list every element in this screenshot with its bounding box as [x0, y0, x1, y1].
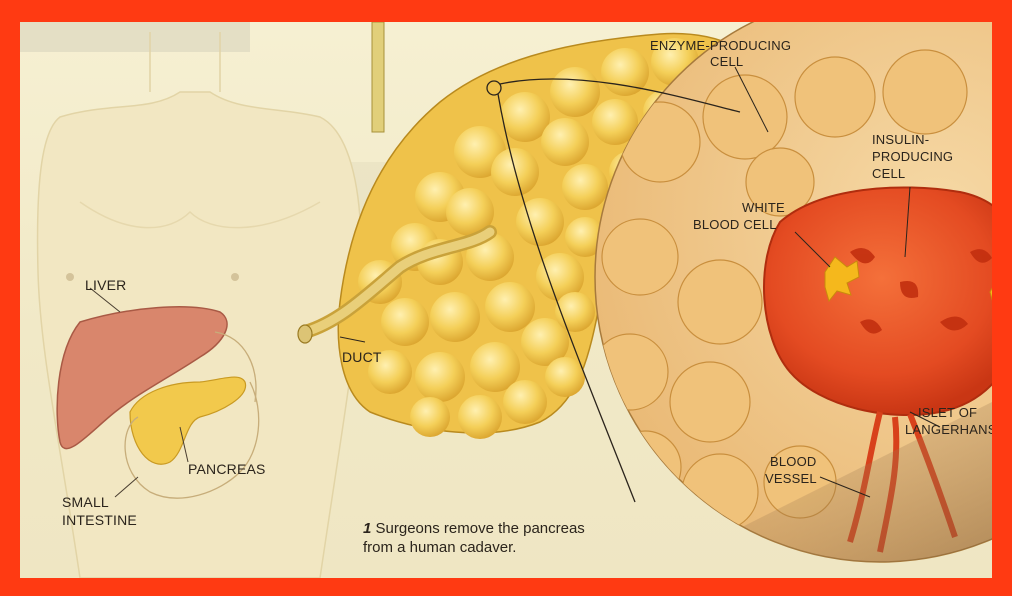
label-insulin-3: CELL [872, 166, 905, 181]
label-white-1: WHITE [742, 200, 785, 215]
caption-line-1: 1 Surgeons remove the pancreas [363, 519, 585, 538]
label-insulin-2: PRODUCING [872, 149, 953, 164]
label-blood-2: VESSEL [765, 471, 817, 486]
islet-of-langerhans [764, 187, 992, 415]
magnified-view [592, 22, 992, 578]
label-small-intestine-1: SMALL [62, 494, 109, 510]
label-pancreas: PANCREAS [188, 461, 266, 477]
background-block [20, 22, 250, 52]
label-enzyme-2: CELL [710, 54, 743, 69]
caption: 1 Surgeons remove the pancreas from a hu… [363, 519, 585, 557]
label-liver: LIVER [85, 277, 126, 293]
label-islet-2: LANGERHANS [905, 422, 992, 437]
anatomy-illustration: LIVER PANCREAS SMALL INTESTINE DUCT ENZY… [20, 22, 992, 578]
illustration-panel: LIVER PANCREAS SMALL INTESTINE DUCT ENZY… [20, 22, 992, 578]
caption-number: 1 [363, 520, 371, 537]
label-small-intestine-2: INTESTINE [62, 512, 137, 528]
label-white-2: BLOOD CELL [693, 217, 777, 232]
label-blood-1: BLOOD [770, 454, 817, 469]
label-islet-1: ISLET OF [918, 405, 977, 420]
label-insulin-1: INSULIN- [872, 132, 929, 147]
nipple-left [66, 273, 74, 281]
label-duct: DUCT [342, 349, 382, 365]
caption-text-2: from a human cadaver. [363, 538, 585, 557]
caption-text-1: Surgeons remove the pancreas [376, 520, 585, 537]
label-enzyme-1: ENZYME-PRODUCING [650, 38, 791, 53]
nipple-right [231, 273, 239, 281]
